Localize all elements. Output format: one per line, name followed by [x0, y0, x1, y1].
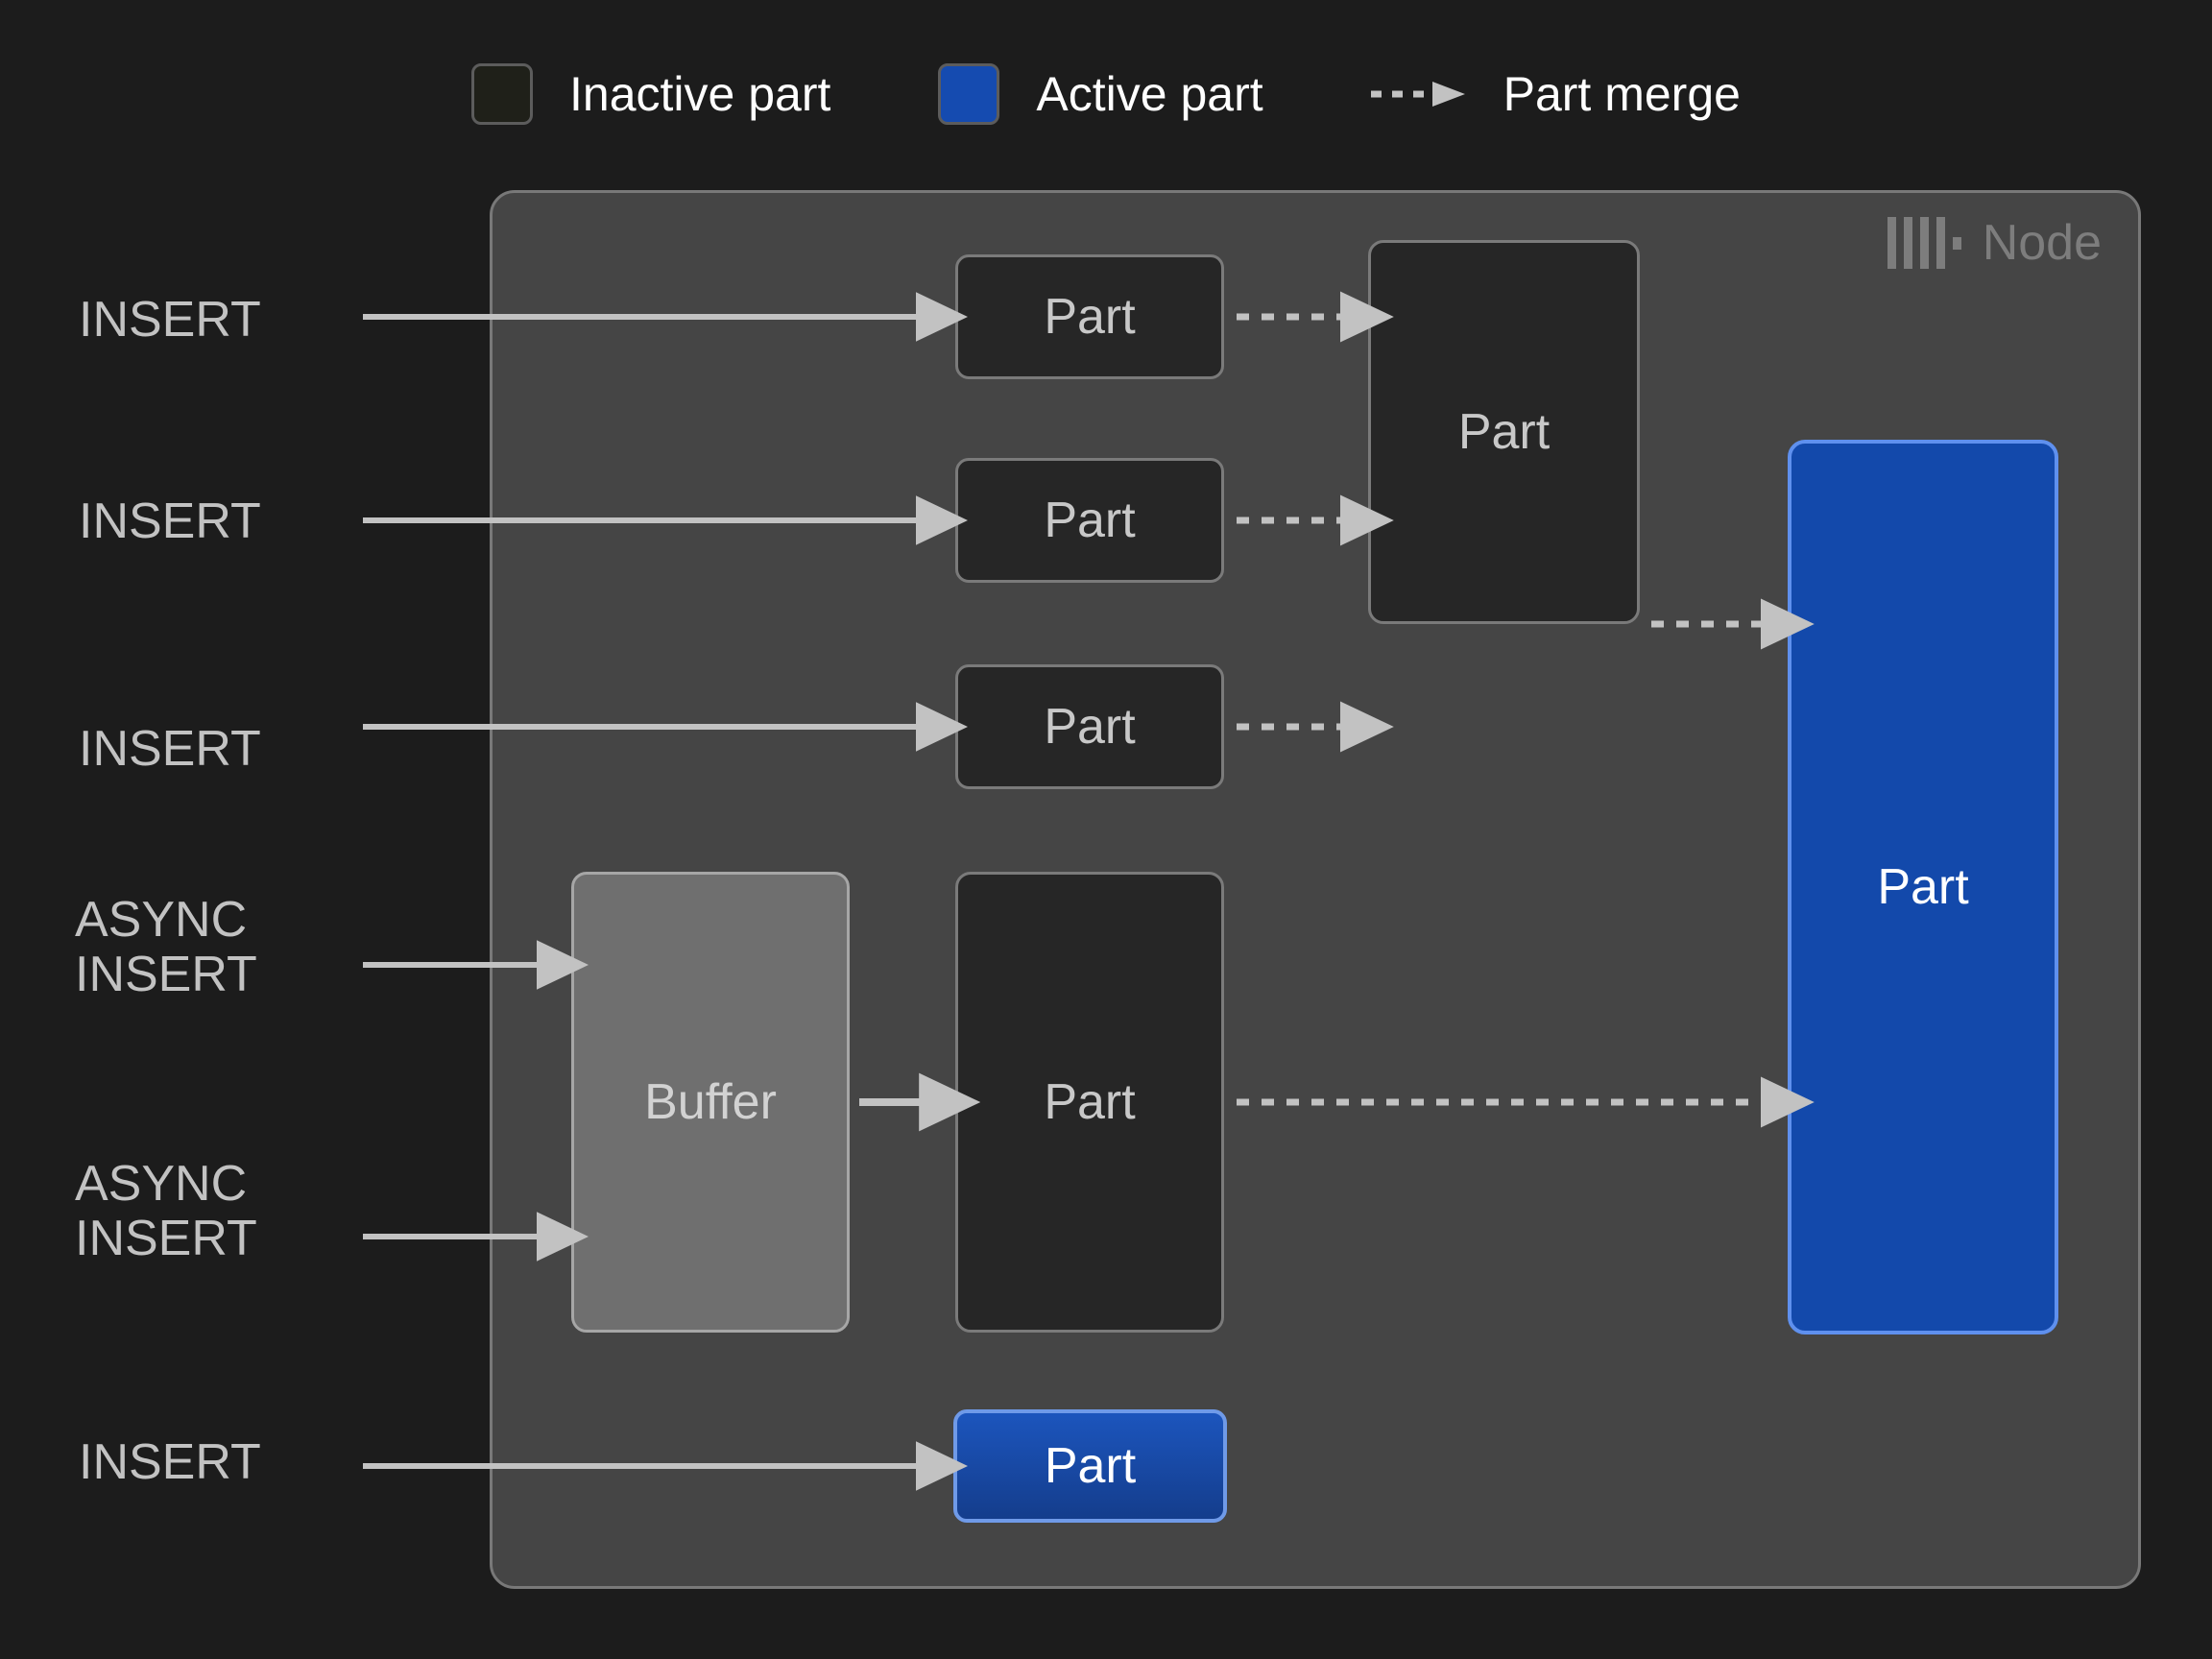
part-box-merged-label: Part — [1457, 404, 1551, 460]
input-label-insert-3: INSERT — [79, 721, 261, 777]
input-label-insert-4: INSERT — [79, 1434, 261, 1490]
buffer-box-label: Buffer — [644, 1074, 777, 1130]
legend-item-part-merge: Part merge — [1370, 66, 1741, 122]
part-box-1-label: Part — [1044, 289, 1136, 345]
part-box-buffered-label: Part — [1044, 1074, 1136, 1130]
part-box-active-direct-label: Part — [1044, 1438, 1137, 1494]
part-box-2[interactable]: Part — [955, 458, 1224, 583]
legend-label-inactive-part: Inactive part — [569, 67, 831, 121]
input-label-insert-1: INSERT — [79, 292, 261, 348]
node-badge: Node — [1887, 214, 2102, 272]
part-box-3[interactable]: Part — [955, 664, 1224, 789]
node-label: Node — [1982, 215, 2102, 271]
input-label-async-insert-2: ASYNC INSERT — [75, 1156, 257, 1267]
dashed-arrow-icon — [1370, 80, 1467, 108]
legend-label-active-part: Active part — [1036, 67, 1263, 121]
legend-label-part-merge: Part merge — [1503, 67, 1741, 121]
legend: Inactive part Active part Part merge — [0, 46, 2212, 142]
part-box-final-active-label: Part — [1877, 859, 1969, 915]
part-box-merged[interactable]: Part — [1368, 240, 1640, 624]
buffer-box[interactable]: Buffer — [571, 872, 850, 1333]
input-label-async-insert-1: ASYNC INSERT — [75, 892, 257, 1003]
legend-item-inactive-part: Inactive part — [471, 63, 830, 125]
input-label-insert-2: INSERT — [79, 493, 261, 549]
part-box-buffered[interactable]: Part — [955, 872, 1224, 1333]
active-part-swatch-icon — [938, 63, 1000, 125]
part-box-active-direct[interactable]: Part — [953, 1409, 1227, 1523]
clickhouse-logo-icon — [1887, 217, 1961, 269]
inactive-part-swatch-icon — [471, 63, 534, 125]
part-box-1[interactable]: Part — [955, 254, 1224, 379]
legend-item-active-part: Active part — [938, 63, 1263, 125]
part-box-final-active[interactable]: Part — [1788, 440, 2058, 1334]
part-box-3-label: Part — [1044, 699, 1136, 755]
part-box-2-label: Part — [1044, 493, 1136, 548]
